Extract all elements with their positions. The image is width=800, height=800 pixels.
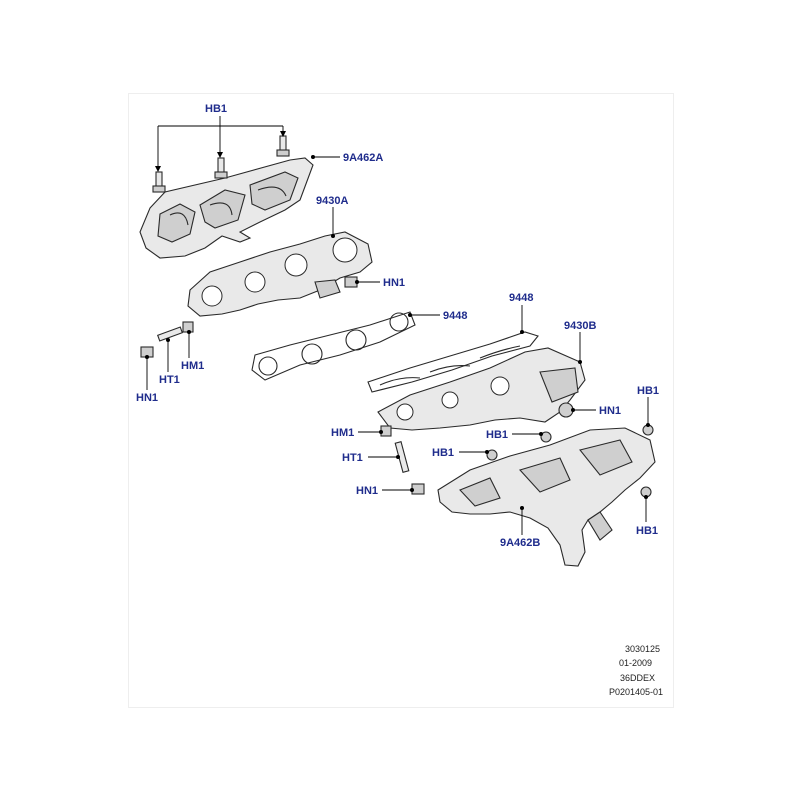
callout-hn1-left: HN1 (136, 392, 158, 404)
ref-line-4: P0201405-01 (609, 687, 663, 697)
callout-hn1-lower: HN1 (356, 485, 378, 497)
callout-9430b: 9430B (564, 320, 596, 332)
hb1-bolt-left-lower[interactable] (486, 449, 498, 461)
callout-hb1-right-lower: HB1 (636, 525, 658, 537)
ref-line-1: 3030125 (625, 644, 660, 654)
exhaust-manifold-a[interactable] (187, 231, 373, 317)
callout-hb1-top: HB1 (205, 103, 227, 115)
exhaust-manifold-b[interactable] (377, 347, 586, 431)
callout-ht1-lower: HT1 (342, 452, 363, 464)
heat-shield-b[interactable] (437, 427, 656, 567)
hn1-nut-right[interactable] (558, 402, 574, 418)
callout-9a462a: 9A462A (343, 152, 383, 164)
gasket-right[interactable] (367, 331, 539, 393)
callout-hb1-right-upper: HB1 (637, 385, 659, 397)
callout-hm1-left: HM1 (181, 360, 204, 372)
gasket-left[interactable] (251, 311, 416, 381)
callout-hn1-upper: HN1 (383, 277, 405, 289)
callout-hb1-left-lower: HB1 (432, 447, 454, 459)
callout-9448-left: 9448 (443, 310, 467, 322)
callout-9448-right: 9448 (509, 292, 533, 304)
ref-line-3: 36DDEX (620, 673, 655, 683)
ref-line-2: 01-2009 (619, 658, 652, 668)
callout-9a462b: 9A462B (500, 537, 540, 549)
callout-hm1-lower: HM1 (331, 427, 354, 439)
hb1-bolt-3[interactable] (276, 135, 290, 157)
reference-block: 3030125 01-2009 36DDEX P0201405-01 (609, 644, 663, 697)
heat-shield-a[interactable] (139, 157, 314, 259)
hb1-bolt-center[interactable] (540, 431, 552, 443)
hb1-bolt-1[interactable] (152, 171, 166, 193)
callout-hb1-center: HB1 (486, 429, 508, 441)
callout-hn1-right: HN1 (599, 405, 621, 417)
ht1-stud-left[interactable] (156, 326, 184, 342)
hb1-bolt-2[interactable] (214, 157, 228, 179)
callout-9430a: 9430A (316, 195, 348, 207)
callout-ht1-left: HT1 (159, 374, 180, 386)
hn1-nut-lower[interactable] (411, 483, 425, 495)
leader-lines (145, 116, 650, 535)
